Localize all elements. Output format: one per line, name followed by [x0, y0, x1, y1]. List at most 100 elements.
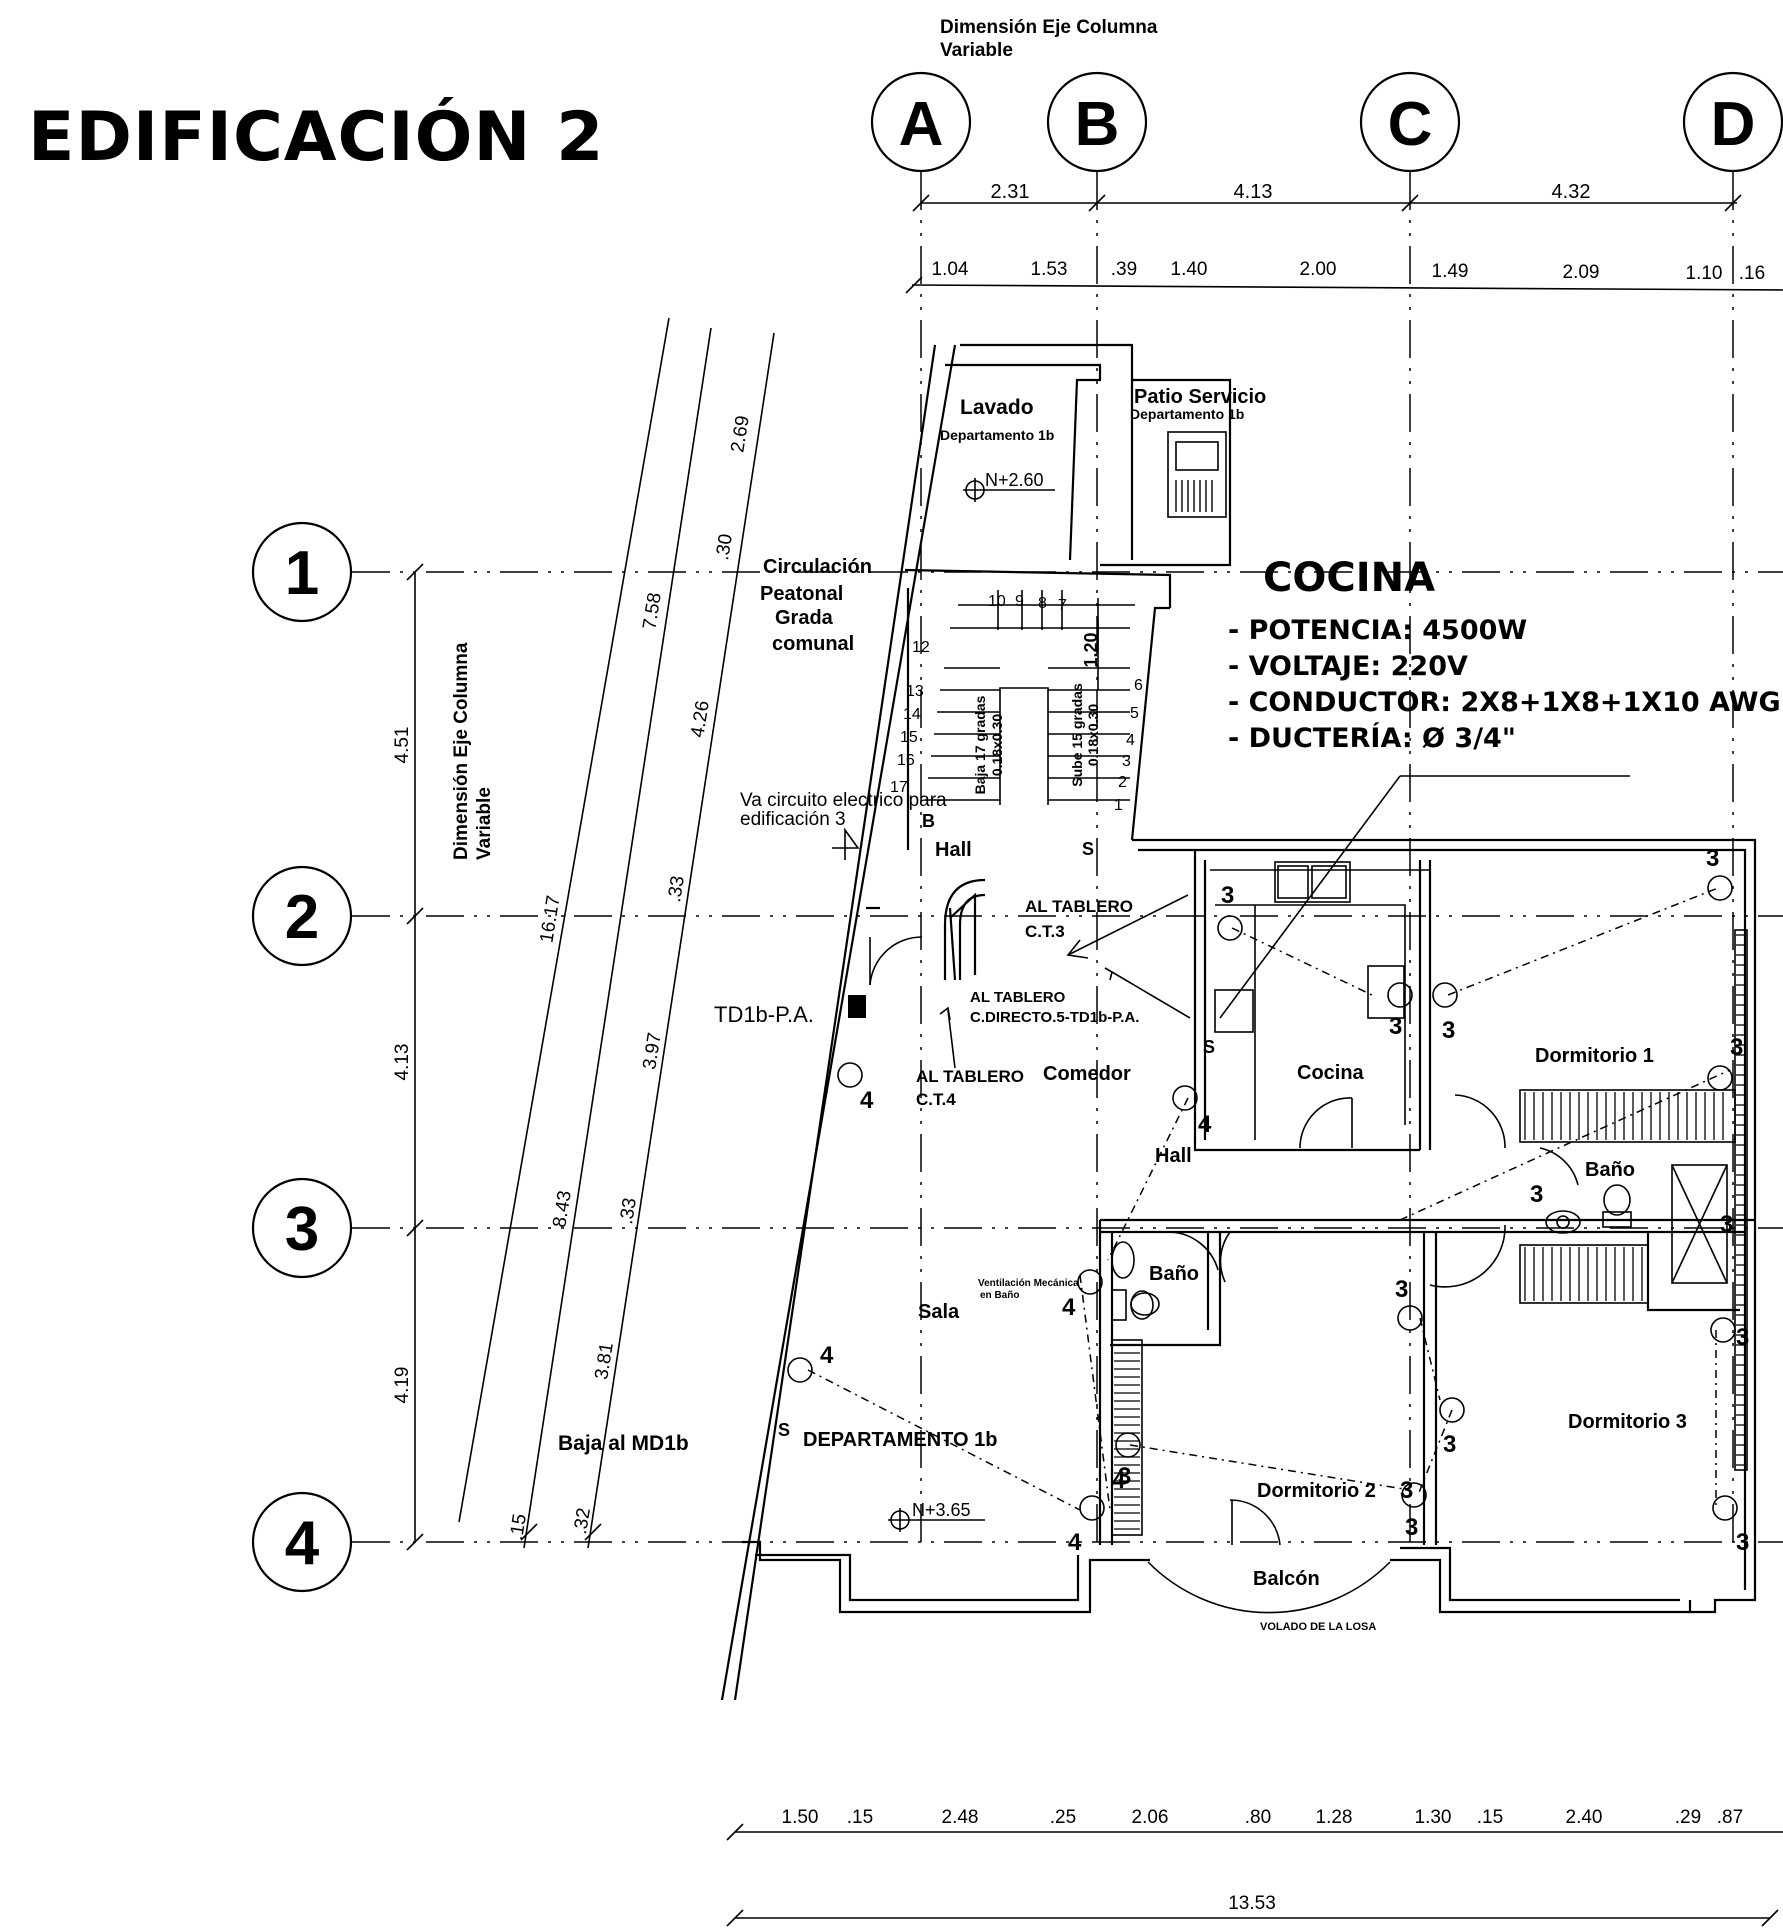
room-dormitorio-3: Dormitorio 3	[1568, 1411, 1687, 1433]
kitchen-spec-heading: COCINA	[1263, 555, 1436, 601]
room-comedor: Comedor	[1043, 1063, 1131, 1085]
note-va-circuito-2: edificación 3	[740, 809, 846, 830]
circuit-num: 4	[1068, 1529, 1082, 1556]
diag-dim-12: .33	[616, 1196, 641, 1225]
top-subdim-8: 1.10	[1686, 263, 1723, 284]
room-labels: Lavado Departamento 1b Patio Servicio De…	[760, 386, 1687, 1633]
left-dim-23: 4.13	[392, 1044, 413, 1081]
step-num: 10	[988, 593, 1006, 610]
building-walls	[720, 343, 1757, 1701]
switch-label-s-2: S	[778, 1420, 790, 1440]
washbasin-icon-mid	[1111, 1241, 1135, 1279]
stair-treads	[925, 590, 1135, 805]
bottom-subdim-10: 2.40	[1566, 1807, 1603, 1828]
right-window-hatch	[1734, 929, 1748, 1471]
step-num: 16	[897, 752, 915, 769]
circuit-wiring	[807, 887, 1731, 1511]
stairs-up-note: Sube 15 gradas	[1069, 683, 1085, 787]
bottom-subdim-6: .80	[1245, 1807, 1271, 1828]
level-label-2: N+3.65	[912, 1500, 971, 1520]
closet-hatch-3	[1524, 1247, 1643, 1301]
circuit-num: 3	[1442, 1017, 1455, 1044]
grid-bubble-d	[1682, 71, 1783, 173]
level-marker-icon-1	[963, 478, 1055, 502]
circuit-num: 3	[1706, 845, 1719, 872]
grid-label-c: C	[1388, 90, 1433, 159]
kitchen-spec-block: COCINA - POTENCIA: 4500W - VOLTAJE: 220V…	[1228, 555, 1781, 757]
washing-machine-icon	[1167, 431, 1227, 518]
doors	[869, 892, 1579, 1614]
circuit-num: 3	[1389, 1013, 1402, 1040]
circuit-num: 4	[820, 1342, 834, 1369]
closet-dormitorio-3	[1519, 1244, 1649, 1304]
circuit-num: 3	[1405, 1514, 1418, 1541]
top-dimension-lines	[905, 194, 1783, 294]
left-dim-12: 4.51	[392, 727, 413, 764]
top-subdim-5: 2.00	[1300, 259, 1337, 280]
grid-label-3: 3	[285, 1195, 319, 1264]
note-va-circuito-1: Va circuito electrico para	[740, 790, 947, 811]
circuit-num: 3	[1736, 1529, 1749, 1556]
bottom-subdim-4: .25	[1050, 1807, 1076, 1828]
slab-overhang-note: VOLADO DE LA LOSA	[1260, 1621, 1376, 1633]
note-tablero-ct4-a: AL TABLERO	[916, 1067, 1024, 1086]
bottom-subdim-2: .15	[847, 1807, 873, 1828]
step-num: 8	[1038, 595, 1047, 612]
diag-dim-8: .30	[712, 532, 737, 561]
spec-power: - POTENCIA: 4500W	[1228, 615, 1528, 646]
grid-bubble-c	[1359, 71, 1461, 173]
note-ventilacion-2: en Baño	[980, 1290, 1019, 1301]
step-num: 4	[1126, 732, 1135, 749]
stairs-up-size: 0.18x0.30	[1085, 704, 1101, 766]
stairs-down-note: Baja 17 gradas	[972, 695, 988, 794]
circuit-num: 3	[1118, 1463, 1131, 1490]
room-hall-mid: Hall	[1155, 1145, 1192, 1167]
room-cocina: Cocina	[1297, 1062, 1365, 1084]
room-peatonal: Peatonal	[760, 583, 843, 605]
left-dim-34: 4.19	[392, 1367, 413, 1404]
top-subdim-2: 1.53	[1031, 259, 1068, 280]
level-marker-icon-2	[888, 1508, 985, 1532]
left-dimension-line	[406, 563, 424, 1551]
step-num: 13	[906, 683, 924, 700]
spec-voltage: - VOLTAJE: 220V	[1228, 651, 1468, 682]
axis-lines	[352, 172, 1783, 1545]
kitchen-counter	[1210, 861, 1430, 1140]
circuit-num: 3	[1443, 1431, 1456, 1458]
grid-label-b: B	[1075, 90, 1120, 159]
step-num: 7	[1058, 597, 1067, 614]
room-lavado: Lavado	[960, 396, 1034, 419]
diagonal-dimension-lines	[458, 317, 775, 1549]
step-num: 5	[1130, 705, 1139, 722]
level-label-1: N+2.60	[985, 470, 1044, 490]
room-bano-mid: Baño	[1149, 1263, 1199, 1285]
grid-bubble-2	[251, 865, 353, 967]
diag-dim-10: .33	[664, 874, 689, 903]
apartment-label: DEPARTAMENTO 1b	[803, 1429, 997, 1451]
circuit-num: 3	[1730, 1034, 1743, 1061]
stairs-down-size: 0.18x0.30	[989, 714, 1005, 776]
toilet-icon-right	[1602, 1184, 1632, 1228]
room-sala: Sala	[918, 1301, 960, 1323]
bottom-subdim-12: .87	[1717, 1807, 1743, 1828]
grid-bubble-b	[1046, 71, 1148, 173]
grid-bubble-4	[251, 1491, 353, 1593]
top-subdim-4: 1.40	[1171, 259, 1208, 280]
bottom-subdim-5: 2.06	[1132, 1807, 1169, 1828]
drawing-title: EDIFICACIÓN 2	[28, 98, 605, 177]
toilet-icon-mid	[1111, 1289, 1160, 1321]
stair-label-s: S	[1082, 839, 1094, 859]
top-dim-cd: 4.32	[1552, 181, 1591, 203]
bottom-subdim-7: 1.28	[1316, 1807, 1353, 1828]
closet-dormitorio-2	[1111, 1339, 1143, 1536]
step-num: 15	[900, 729, 918, 746]
top-dim-bc: 4.13	[1234, 181, 1273, 203]
top-subdim-6: 1.49	[1432, 261, 1469, 282]
column-axis-note-line1: Dimensión Eje Columna	[940, 17, 1158, 38]
spec-duct: - DUCTERÍA: Ø 3/4"	[1228, 723, 1516, 754]
bottom-subdim-11: .29	[1675, 1807, 1701, 1828]
note-tablero-ct3-a: AL TABLERO	[1025, 897, 1133, 916]
note-tablero-directo-b: C.DIRECTO.5-TD1b-P.A.	[970, 1009, 1139, 1026]
step-num: 14	[903, 706, 921, 723]
